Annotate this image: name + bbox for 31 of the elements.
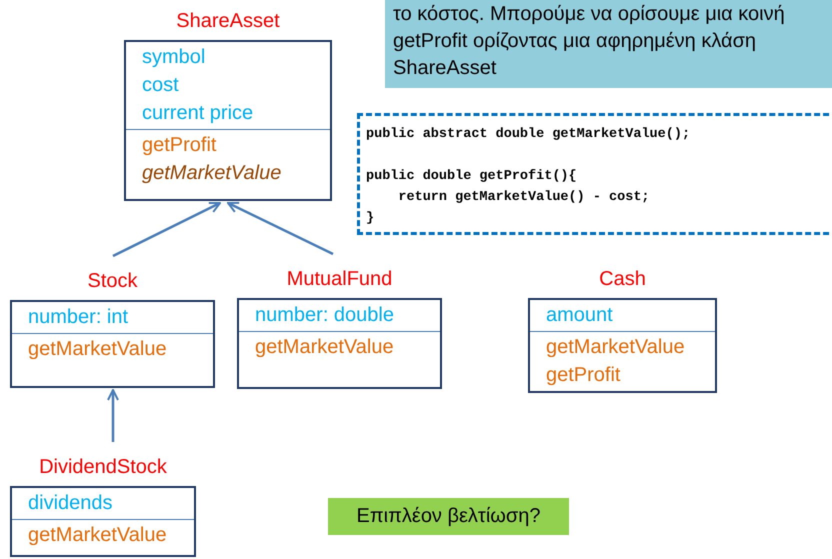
attribute-text: dividends [28, 491, 113, 516]
attribute-text: amount [546, 303, 613, 328]
attribute-text: symbol [142, 45, 206, 70]
class-name: DividendStock [39, 455, 167, 480]
method-text: getMarketValue [142, 161, 282, 186]
class-name: MutualFund [286, 267, 392, 292]
inheritance-arrow [227, 202, 334, 256]
code-line: public double getProfit(){ [366, 168, 577, 186]
method-text: getMarketValue [546, 335, 685, 360]
method-text: getProfit [142, 133, 216, 158]
method-text: getMarketValue [28, 523, 167, 548]
method-text: getMarketValue [28, 337, 167, 362]
note-text: το κόστος. Μπορούμε να ορίσουμε μια κοινή getProfit ορίζοντας μια αφηρημένη κλάση ShareAsset [393, 2, 786, 81]
note-box [385, 0, 832, 88]
code-line: public abstract double getMarketValue(); [366, 126, 690, 144]
attribute-text: number: double [255, 303, 394, 328]
code-box [357, 113, 832, 235]
inheritance-arrow [112, 202, 221, 258]
class-name: Cash [599, 267, 646, 292]
method-text: getProfit [546, 363, 620, 388]
attribute-text: cost [142, 73, 179, 98]
callout-text: Επιπλέον βελτίωση? [356, 505, 540, 528]
code-line: return getMarketValue() - cost; [397, 189, 650, 207]
attribute-text: current price [142, 101, 254, 126]
inheritance-arrow [107, 389, 119, 442]
class-name: Stock [87, 269, 138, 294]
class-name: ShareAsset [176, 9, 280, 34]
method-text: getMarketValue [255, 335, 394, 360]
code-line: } [366, 210, 374, 228]
attribute-text: number: int [28, 305, 128, 330]
callout-box [328, 498, 569, 535]
